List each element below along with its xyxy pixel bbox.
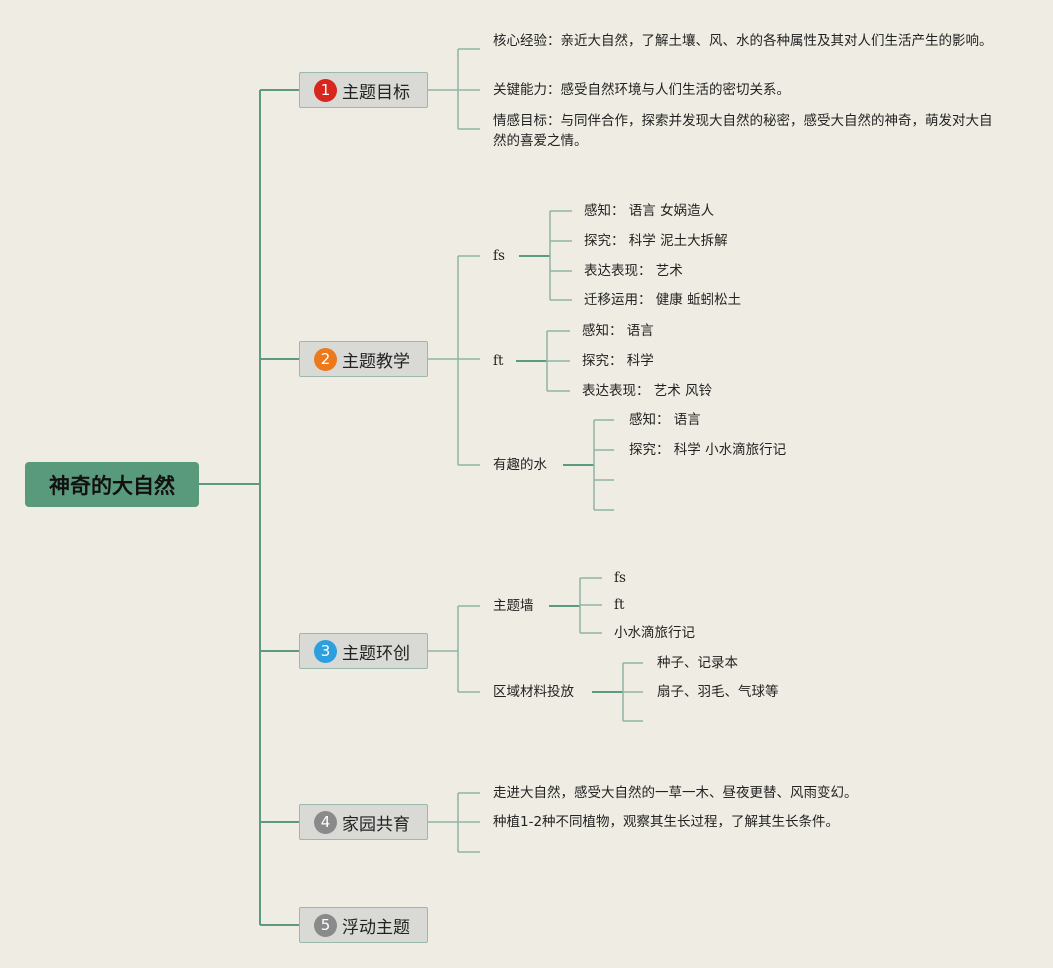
env-wall[interactable]: 主题墙 [493,598,534,614]
topic-3-label: 主题环创 [342,643,410,664]
env-area[interactable]: 区域材料投放 [493,684,574,700]
topic-2[interactable]: 2 主题教学 [299,341,428,377]
home-item[interactable]: 种植1-2种不同植物，观察其生长过程，了解其生长条件。 [493,814,840,830]
fs-item[interactable]: 表达表现： 艺术 [584,263,683,279]
ft-item[interactable]: 感知： 语言 [582,323,654,339]
number-1-icon: 1 [314,78,337,102]
topic-1[interactable]: 1 主题目标 [299,72,428,108]
teaching-ft[interactable]: ft [493,353,504,369]
goal-ability[interactable]: 关键能力：感受自然环境与人们生活的密切关系。 [493,82,790,98]
wall-item[interactable]: 小水滴旅行记 [614,625,695,641]
topic-5[interactable]: 5 浮动主题 [299,907,428,943]
number-5-icon: 5 [314,913,337,937]
topic-3[interactable]: 3 主题环创 [299,633,428,669]
area-item[interactable]: 扇子、羽毛、气球等 [657,684,779,700]
goal-emotion[interactable]: 情感目标：与同伴合作，探索并发现大自然的秘密，感受大自然的神奇，萌发对大自然的喜… [493,113,993,149]
ft-item[interactable]: 探究： 科学 [582,353,654,369]
topic-1-label: 主题目标 [342,82,410,103]
number-2-icon: 2 [314,347,337,371]
fs-item[interactable]: 探究： 科学 泥土大拆解 [584,233,728,249]
fs-item[interactable]: 感知： 语言 女娲造人 [584,203,715,219]
topic-2-label: 主题教学 [342,351,410,372]
fs-item[interactable]: 迁移运用： 健康 蚯蚓松土 [584,292,742,308]
area-item[interactable]: 种子、记录本 [657,655,738,671]
ft-item[interactable]: 表达表现： 艺术 风铃 [582,383,713,399]
topic-4[interactable]: 4 家园共育 [299,804,428,840]
topic-5-label: 浮动主题 [342,917,410,938]
number-4-icon: 4 [314,810,337,834]
wall-item[interactable]: ft [614,597,625,613]
goal-core[interactable]: 核心经验：亲近大自然，了解土壤、风、水的各种属性及其对人们生活产生的影响。 [493,33,993,49]
home-item[interactable]: 走进大自然，感受大自然的一草一木、昼夜更替、风雨变幻。 [493,785,858,801]
wall-item[interactable]: fs [614,570,626,586]
number-3-icon: 3 [314,639,337,663]
topic-4-label: 家园共育 [342,814,410,835]
teaching-water[interactable]: 有趣的水 [493,457,547,473]
root-node[interactable]: 神奇的大自然 [25,462,199,507]
water-item[interactable]: 探究： 科学 小水滴旅行记 [629,442,787,458]
water-item[interactable]: 感知： 语言 [629,412,701,428]
teaching-fs[interactable]: fs [493,248,505,264]
